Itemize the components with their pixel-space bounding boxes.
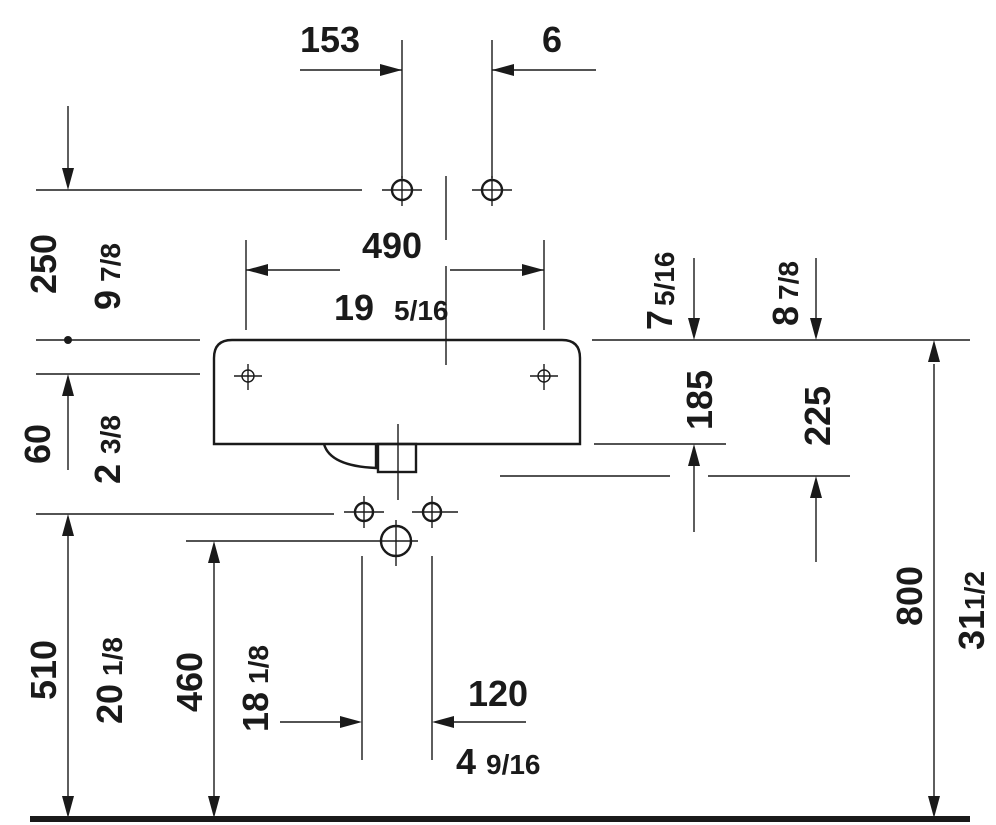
label-250: 250	[23, 234, 64, 294]
label-20: 20	[89, 684, 130, 724]
label-19: 19	[334, 287, 374, 328]
label-510: 510	[23, 640, 64, 700]
label-7-8-left: 7/8	[95, 243, 126, 282]
basin-body	[212, 338, 582, 500]
label-460: 460	[169, 652, 210, 712]
label-490: 490	[362, 225, 422, 266]
label-1-2: 1/2	[959, 571, 990, 610]
label-18: 18	[235, 692, 276, 732]
label-225: 225	[797, 386, 838, 446]
label-60: 60	[17, 424, 58, 464]
label-8: 8	[765, 306, 806, 326]
label-1-8-b: 1/8	[243, 645, 274, 684]
label-4: 4	[456, 741, 476, 782]
label-1-8-a: 1/8	[97, 637, 128, 676]
label-9-16: 9/16	[486, 749, 541, 780]
label-185: 185	[679, 370, 720, 430]
lower-valve-holes	[344, 496, 458, 566]
dim-490-group: 490 19 5/16	[245, 225, 545, 330]
label-7: 7	[639, 310, 680, 330]
label-5-16: 5/16	[394, 295, 449, 326]
dim-153-6-group: 153 6	[300, 19, 596, 178]
drain-siphon	[322, 443, 378, 470]
label-2: 2	[87, 464, 128, 484]
upper-valve-holes	[382, 176, 512, 206]
label-120: 120	[468, 673, 528, 714]
drain-outlet	[376, 442, 418, 474]
label-3-8: 3/8	[95, 415, 126, 454]
label-800: 800	[889, 566, 930, 626]
basin-outline	[212, 338, 582, 446]
label-31: 31	[951, 610, 992, 650]
label-7-8-right: 7/8	[773, 261, 804, 300]
reference-dot-icon	[64, 336, 72, 344]
label-153: 153	[300, 19, 360, 60]
label-6: 6	[542, 19, 562, 60]
label-5-16-right: 5/16	[649, 252, 680, 307]
label-9: 9	[87, 290, 128, 310]
